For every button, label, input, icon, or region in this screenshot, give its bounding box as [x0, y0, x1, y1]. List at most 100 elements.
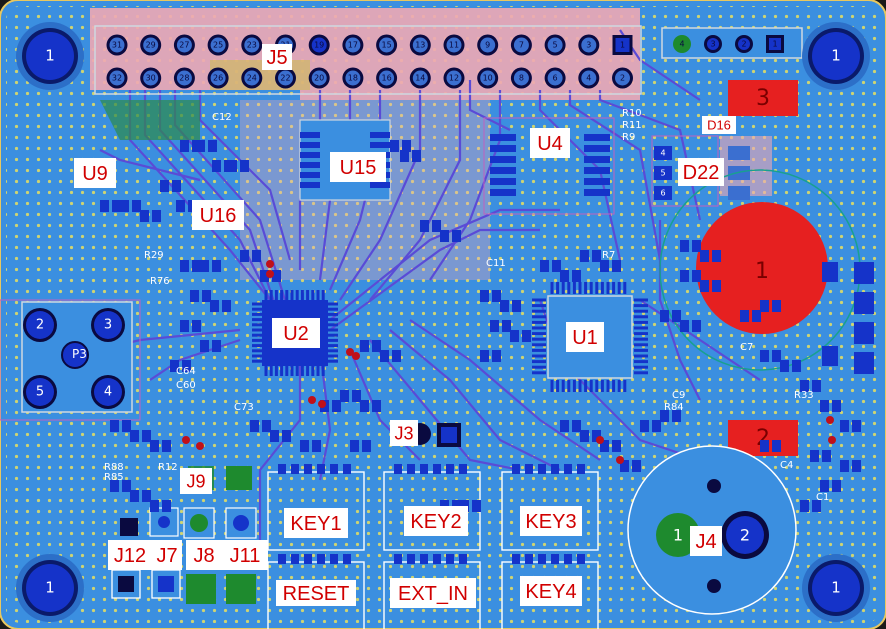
silkscreen-designator: R29	[144, 250, 164, 261]
red-via	[352, 352, 360, 360]
smd-pad	[640, 420, 649, 432]
smd-pad	[392, 350, 401, 362]
smd-pad	[812, 500, 821, 512]
smd-pad	[150, 440, 159, 452]
j5-pin-number: 2	[620, 74, 625, 83]
component-label-j9: J9	[186, 471, 205, 491]
j5-pin-number: 26	[213, 74, 223, 83]
j5-pin-number: 7	[519, 41, 524, 50]
component-label-d22: D22	[683, 162, 720, 184]
j5-pin-number: 32	[112, 74, 122, 83]
battery-pad-number: 1	[755, 259, 769, 284]
j5-pin-number: 9	[485, 41, 490, 50]
smd-pad	[772, 350, 781, 362]
mounting-hole-number: 1	[831, 579, 841, 597]
d22-pad-number: 6	[660, 189, 665, 198]
smd-pad	[752, 310, 761, 322]
smd-pad	[432, 220, 441, 232]
smd-pad	[172, 180, 181, 192]
silkscreen-designator: C64	[176, 366, 196, 377]
component-label-bg	[702, 116, 736, 134]
silkscreen-designator: R7	[602, 250, 615, 261]
smd-pad	[192, 320, 201, 332]
p3-pin-number: 3	[104, 318, 112, 333]
smd-pad	[700, 250, 709, 262]
d22-pad-number: 4	[660, 149, 665, 158]
smd-pad	[352, 390, 361, 402]
smd-pad	[672, 310, 681, 322]
mounting-hole-number: 1	[831, 47, 841, 65]
smd-pad	[740, 310, 749, 322]
smd-pad	[240, 160, 249, 172]
component-label-u9: U9	[82, 163, 108, 185]
mounting-hole-number: 1	[45, 579, 55, 597]
d22-pad	[654, 166, 672, 180]
smd-pad	[612, 260, 621, 272]
u1-chip	[532, 282, 648, 392]
smd-pad	[700, 280, 709, 292]
mounting-hole-number: 1	[45, 47, 55, 65]
component-label-j11: J11	[230, 545, 261, 567]
smd-pad	[552, 260, 561, 272]
smd-pad	[792, 360, 801, 372]
smd-pad	[780, 360, 789, 372]
smd-pad	[810, 450, 819, 462]
smd-pad	[812, 380, 821, 392]
smd-pad	[300, 440, 309, 452]
smd-pad	[772, 440, 781, 452]
j5-pin-number: 5	[553, 41, 558, 50]
j5-pin-number: 23	[247, 41, 257, 50]
battery-holder	[659, 80, 861, 456]
battery-top-pad-number: 3	[756, 86, 770, 111]
component-label-key1: KEY1	[290, 513, 341, 535]
smd-pad	[200, 340, 209, 352]
svg-text:P3: P3	[72, 347, 87, 361]
j5-pin-number: 27	[179, 41, 189, 50]
component-label-j12: J12	[114, 545, 146, 567]
smd-pad	[840, 420, 849, 432]
component-label-u1: U1	[572, 327, 598, 349]
smd-pad	[440, 230, 449, 242]
smd-pad	[180, 140, 189, 152]
component-label-key4: KEY4	[525, 581, 576, 603]
component-label-bg	[530, 128, 570, 158]
key-switch-outline	[267, 471, 365, 551]
red-via	[596, 436, 604, 444]
smd-pad	[820, 480, 829, 492]
silkscreen-designator: C60	[176, 380, 196, 391]
smd-pad	[560, 420, 569, 432]
smd-pad	[840, 460, 849, 472]
u4-chip	[483, 117, 615, 215]
silkscreen-designator: C12	[212, 112, 232, 123]
smd-pad	[122, 480, 131, 492]
key-switch-outline	[383, 561, 481, 629]
smd-pad	[210, 300, 219, 312]
silkscreen-designator: R76	[150, 276, 170, 287]
smd-pad	[176, 200, 185, 212]
smd-pad	[212, 160, 221, 172]
j5-pin-number: 18	[348, 74, 358, 83]
smd-pad	[832, 480, 841, 492]
silkscreen-designator: R10	[622, 108, 642, 119]
smd-pad	[612, 440, 621, 452]
j5-pin-number: 11	[449, 41, 459, 50]
red-via	[196, 442, 204, 450]
smd-pad	[580, 430, 589, 442]
component-label-u16: U16	[200, 205, 237, 227]
silkscreen-designator: R33	[794, 390, 814, 401]
smd-pad	[162, 440, 171, 452]
smd-pad	[760, 300, 769, 312]
smd-pad	[228, 160, 237, 172]
j5-pin-number: 17	[348, 41, 358, 50]
smd-pad	[510, 330, 519, 342]
j5-pin-number: 25	[213, 41, 223, 50]
copper-region-left	[100, 100, 200, 140]
component-label-bg	[678, 158, 724, 186]
smd-pad	[340, 390, 349, 402]
p3-center-pad	[61, 341, 89, 369]
smd-pad	[182, 360, 191, 372]
